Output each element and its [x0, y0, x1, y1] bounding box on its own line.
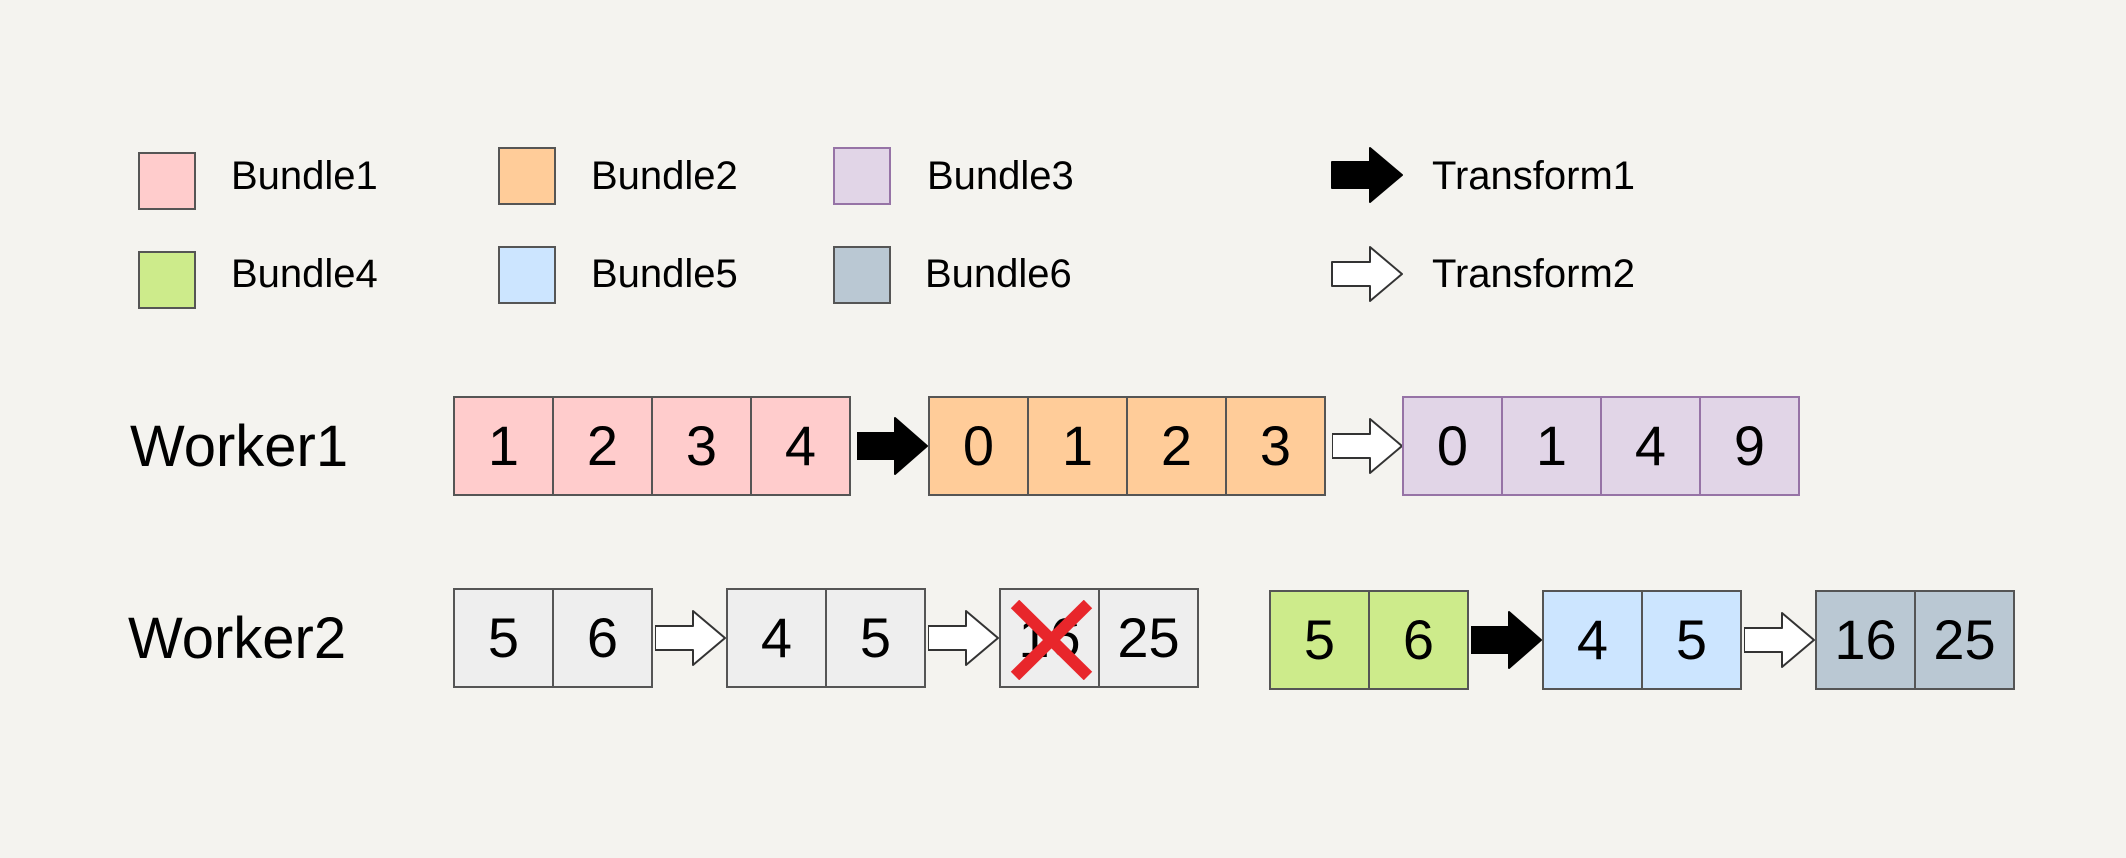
worker2-bundle5-cell: 5 — [1641, 590, 1742, 690]
legend-label-transform1: Transform1 — [1432, 154, 1636, 198]
worker1-bundle1-cell: 2 — [552, 396, 653, 496]
legend-label-bundle3: Bundle3 — [927, 154, 1074, 198]
worker2-bundle4-cell: 6 — [1368, 590, 1469, 690]
transform2-arrow-icon — [928, 588, 1000, 688]
bundle4-swatch — [138, 251, 196, 309]
bundle3-swatch — [833, 147, 891, 205]
legend-label-bundle5: Bundle5 — [591, 252, 738, 296]
bundle1-swatch — [138, 152, 196, 210]
hollow-arrow-icon — [1330, 244, 1404, 304]
worker2-bundle6-group: 16 25 — [1815, 590, 2015, 690]
worker1-bundle2-cell: 3 — [1225, 396, 1326, 496]
worker1-bundle1-group: 1 2 3 4 — [453, 396, 851, 496]
worker2-plain-group: 4 5 — [726, 588, 926, 688]
worker2-bundle6-cell: 16 — [1815, 590, 1916, 690]
transform1-arrow-icon — [1471, 590, 1543, 690]
worker1-label: Worker1 — [130, 414, 349, 479]
worker2-plain-cell: 4 — [726, 588, 827, 688]
worker1-bundle3-group: 0 1 4 9 — [1402, 396, 1800, 496]
transform2-arrow-icon — [1332, 396, 1404, 496]
bundle2-swatch — [498, 147, 556, 205]
worker1-bundle1-cell: 3 — [651, 396, 752, 496]
worker1-bundle2-cell: 2 — [1126, 396, 1227, 496]
crossed-value: 16 — [1018, 606, 1081, 669]
transform2-arrow-icon — [1744, 590, 1816, 690]
worker2-plain-cell: 25 — [1098, 588, 1199, 688]
worker2-bundle4-cell: 5 — [1269, 590, 1370, 690]
worker1-bundle3-cell: 1 — [1501, 396, 1602, 496]
worker2-plain-cell: 6 — [552, 588, 653, 688]
worker1-bundle3-cell: 9 — [1699, 396, 1800, 496]
transform2-arrow-icon — [655, 588, 727, 688]
worker1-bundle3-cell: 0 — [1402, 396, 1503, 496]
worker2-bundle6-cell: 25 — [1914, 590, 2015, 690]
legend-label-transform2: Transform2 — [1432, 252, 1636, 296]
worker1-bundle2-group: 0 1 2 3 — [928, 396, 1326, 496]
worker1-bundle1-cell: 4 — [750, 396, 851, 496]
bundle5-swatch — [498, 246, 556, 304]
worker2-bundle4-group: 5 6 — [1269, 590, 1469, 690]
worker2-plain-cell: 5 — [825, 588, 926, 688]
worker2-plain-group: 16 25 — [999, 588, 1199, 688]
worker2-crossed-cell: 16 — [999, 588, 1100, 688]
legend-label-bundle4: Bundle4 — [231, 252, 378, 296]
worker2-plain-group: 5 6 — [453, 588, 653, 688]
legend-label-bundle1: Bundle1 — [231, 154, 378, 198]
worker2-label: Worker2 — [128, 606, 347, 671]
legend-label-bundle2: Bundle2 — [591, 154, 738, 198]
legend-label-bundle6: Bundle6 — [925, 252, 1072, 296]
worker1-bundle2-cell: 1 — [1027, 396, 1128, 496]
worker1-bundle1-cell: 1 — [453, 396, 554, 496]
solid-arrow-icon — [1330, 145, 1404, 205]
worker1-row: 1 2 3 4 0 1 2 3 0 1 4 9 — [0, 396, 2126, 496]
worker1-bundle2-cell: 0 — [928, 396, 1029, 496]
transform1-arrow-icon — [857, 396, 929, 496]
worker2-bundle5-cell: 4 — [1542, 590, 1643, 690]
worker1-bundle3-cell: 4 — [1600, 396, 1701, 496]
worker2-bundle5-group: 4 5 — [1542, 590, 1742, 690]
worker2-plain-cell: 5 — [453, 588, 554, 688]
worker2-row: 5 6 4 5 16 25 5 6 — [0, 588, 2126, 690]
bundle6-swatch — [833, 246, 891, 304]
